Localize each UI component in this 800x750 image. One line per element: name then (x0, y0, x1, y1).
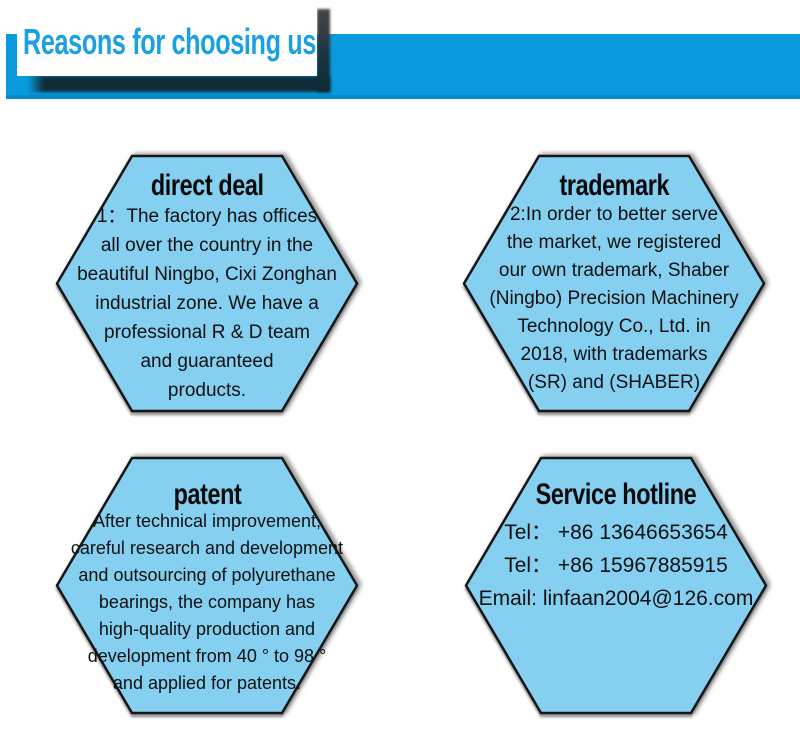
hexagon-body: After technical improvement, careful res… (70, 511, 344, 693)
hexagon-direct-deal: direct deal 1：The factory has offices al… (55, 154, 359, 413)
hexagon-shape (464, 456, 768, 715)
hexagon-body: 2:In order to better serve the market, w… (489, 204, 739, 393)
header-shadow-right-bar (317, 9, 330, 92)
hexagon-title: Service hotline (535, 478, 697, 511)
header-shadow-bottom (28, 76, 330, 92)
header-title-box: Reasons for choosing us (17, 7, 317, 76)
hexagon-title: patent (173, 478, 241, 511)
hexagon-title: trademark (559, 169, 669, 202)
hexagon-service-hotline: Service hotline Tel： +86 13646653654 Tel… (464, 456, 768, 715)
hexagon-trademark: trademark 2:In order to better serve the… (462, 154, 766, 413)
page-title: Reasons for choosing us (23, 21, 317, 62)
hexagon-patent: patent After technical improvement, care… (55, 456, 359, 715)
hexagon-body: 1：The factory has offices all over the c… (77, 206, 337, 401)
hexagon-shape (55, 154, 359, 413)
hexagon-shape (462, 154, 766, 413)
hexagon-shape (55, 456, 359, 715)
hexagon-body: Tel： +86 13646653654 Tel： +86 1596788591… (478, 521, 754, 610)
hexagon-title: direct deal (150, 169, 264, 202)
